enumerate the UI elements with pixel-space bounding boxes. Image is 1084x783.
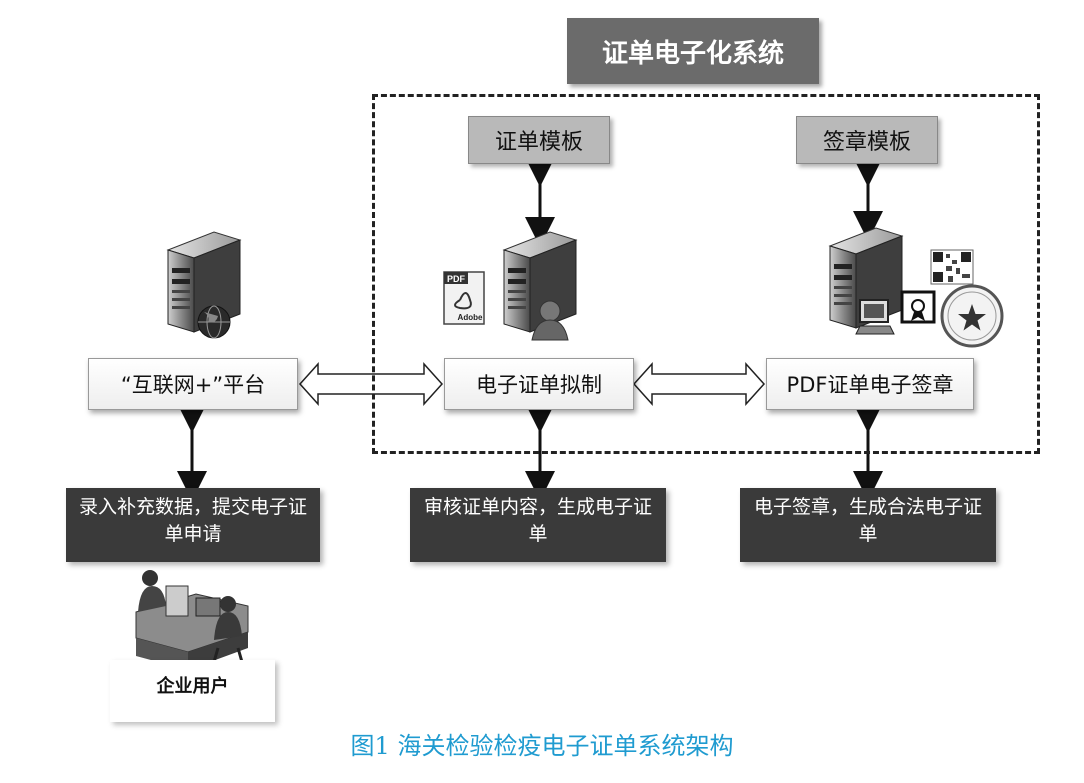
computer-icon [855,299,895,335]
system-title: 证单电子化系统 [567,18,819,84]
figure-caption: 图1 海关检验检疫电子证单系统架构 [350,732,734,760]
user-icon [531,300,569,341]
certificate-icon [900,290,936,324]
cert-template-box: 证单模板 [468,116,610,164]
internet-platform-box: “互联网+”平台 [88,358,298,410]
enterprise-user-label: 企业用户 [156,676,229,697]
qr-code-icon [930,249,974,285]
official-seal-icon [940,284,1004,348]
globe-icon [197,305,231,339]
pdf-icon-bottom: Adobe [458,313,483,322]
seal-template-box: 签章模板 [796,116,938,164]
cert-draft-box: 电子证单拟制 [444,358,634,410]
user-box [110,660,275,722]
pdf-signature-box: PDF证单电子签章 [766,358,974,410]
system-boundary [372,94,1040,454]
platform-description: 录入补充数据，提交电子证单申请 [66,488,320,562]
pdf-document-icon: PDF Adobe [443,271,485,325]
sign-description: 电子签章，生成合法电子证单 [740,488,996,562]
office-users-icon [135,570,249,670]
horizontal-arrows [298,362,766,406]
pdf-icon-top: PDF [447,274,466,284]
draft-description: 审核证单内容，生成电子证单 [410,488,666,562]
